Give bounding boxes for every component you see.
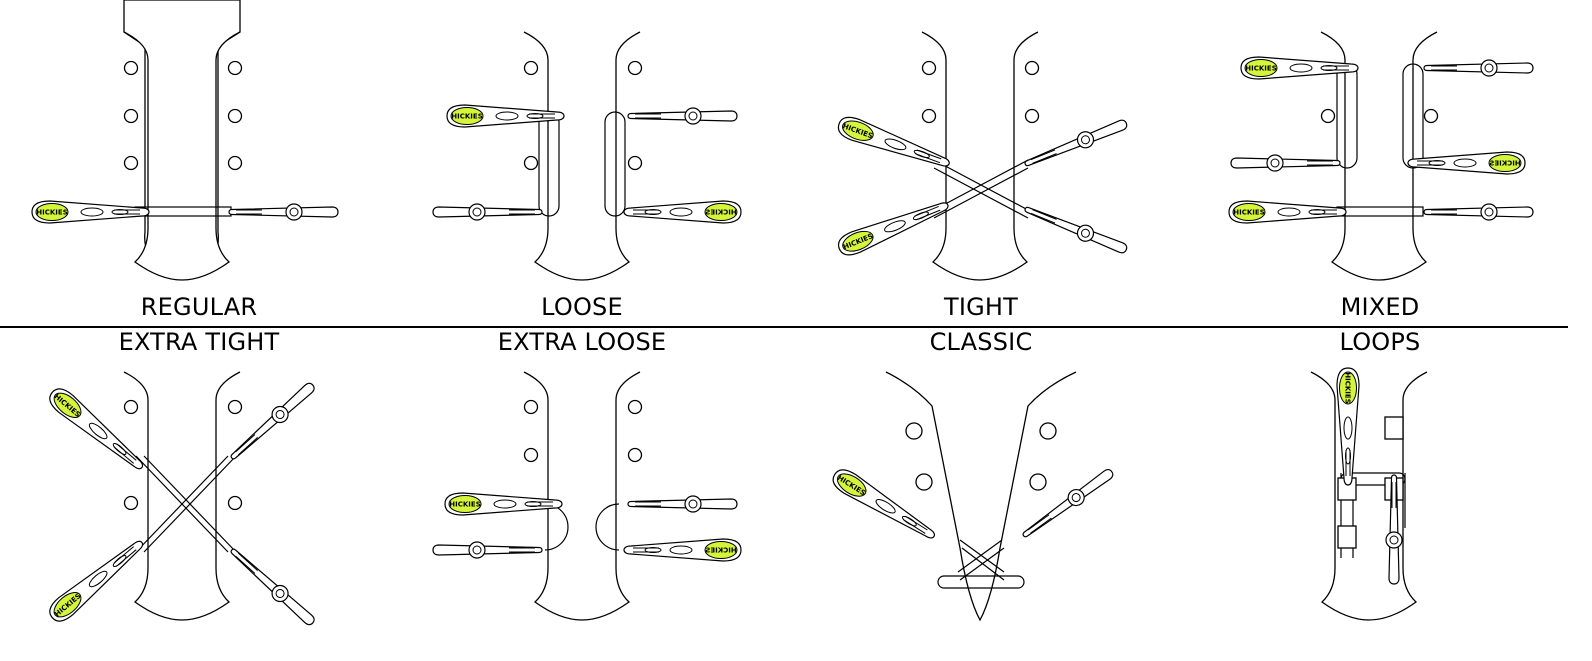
technique-classic: CLASSIC: [782, 328, 1180, 658]
label-loose: LOOSE: [541, 293, 623, 321]
label-loops: LOOPS: [1339, 328, 1421, 356]
technique-mixed: MIXED: [1181, 0, 1579, 330]
tight-diagram: [834, 31, 1130, 281]
regular-diagram: [31, 0, 339, 281]
loose-diagram: [432, 31, 742, 281]
technique-extra-loose: EXTRA LOOSE: [383, 328, 781, 658]
label-extra-loose: EXTRA LOOSE: [497, 328, 667, 356]
label-tight: TIGHT: [943, 293, 1019, 321]
label-regular: REGULAR: [140, 293, 258, 321]
technique-regular: REGULAR: [0, 0, 398, 330]
row-divider: [0, 326, 1568, 328]
technique-loops: LOOPS: [1181, 328, 1579, 658]
label-classic: CLASSIC: [929, 328, 1033, 356]
label-mixed: MIXED: [1340, 293, 1420, 321]
technique-loose: LOOSE: [383, 0, 781, 330]
technique-extra-tight: EXTRA TIGHT: [0, 328, 398, 658]
classic-diagram: [828, 371, 1118, 622]
loops-diagram: [1310, 367, 1428, 621]
extra-tight-diagram: [44, 371, 319, 630]
mixed-diagram: [1228, 31, 1534, 281]
extra-loose-diagram: [432, 371, 742, 621]
label-extra-tight: EXTRA TIGHT: [118, 328, 280, 356]
technique-tight: TIGHT: [782, 0, 1180, 330]
